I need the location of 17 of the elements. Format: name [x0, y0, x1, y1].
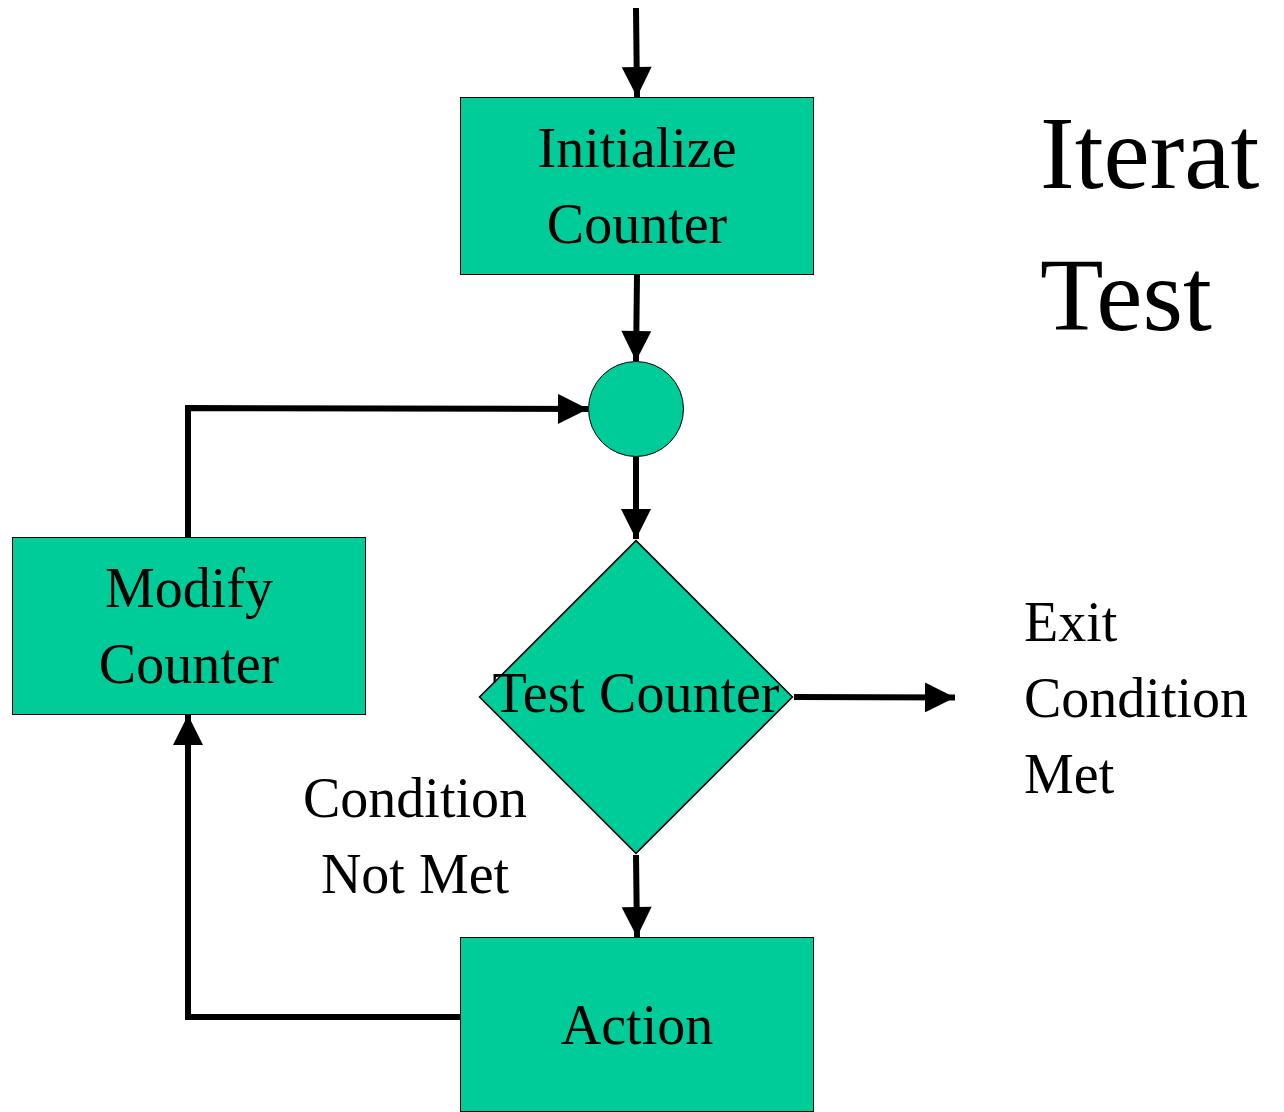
arrow — [173, 715, 460, 1020]
process-box — [460, 97, 814, 275]
process-box — [460, 937, 814, 1112]
arrow — [621, 457, 651, 539]
arrow — [621, 854, 652, 938]
title: Iterat Test — [1040, 94, 1261, 354]
node-label: Initialize Counter — [536, 116, 738, 257]
node-label: Modify Counter — [97, 556, 281, 697]
process-box — [12, 537, 366, 715]
arrow — [185, 393, 588, 537]
node-label: Test Counter — [492, 661, 780, 726]
condition-label: Condition Not Met — [302, 766, 528, 907]
exit-text: Exit Condition Met — [1024, 589, 1250, 807]
node-label: Action — [560, 992, 714, 1058]
arrow — [794, 682, 955, 713]
arrow — [621, 274, 652, 362]
arrow — [621, 7, 652, 98]
